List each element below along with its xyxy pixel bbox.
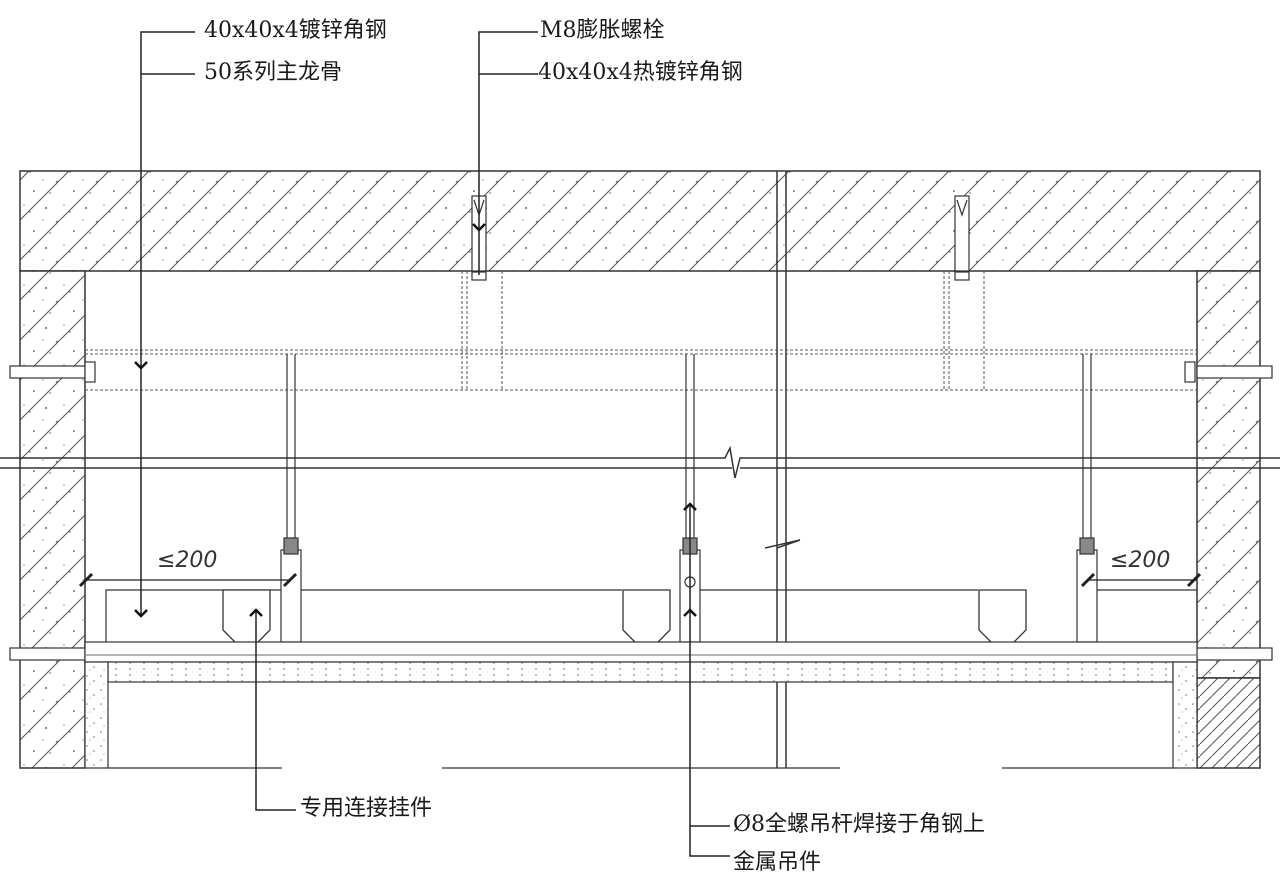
left-wall [19,270,86,769]
dimension-right: ≤200 [1110,548,1171,573]
label-hot-dip-angle-steel: 40x40x4热镀锌角钢 [538,60,743,85]
right-wall [1196,270,1261,769]
ceiling-panel [84,641,1198,769]
dimension-lines [78,572,1202,588]
arrow-heads [134,223,697,618]
hanger-rods [286,354,1092,540]
connectors [222,589,1027,661]
break-line-horizontal [0,445,1280,479]
concrete-slab [19,170,1261,272]
expansion-bolt-2 [954,195,970,281]
label-expansion-bolt: M8膨胀螺栓 [540,18,665,43]
label-connector: 专用连接挂件 [300,796,433,821]
leader-lines [140,31,730,857]
label-threaded-rod: Ø8全螺吊杆焊接于角钢上 [733,812,986,837]
wall-anchor-bolts [9,361,1273,665]
dimension-left: ≤200 [157,548,218,573]
metal-hangers [280,537,1098,643]
label-metal-hanger: 金属吊件 [733,850,822,875]
label-angle-steel: 40x40x4镀锌角钢 [204,18,387,43]
label-main-keel: 50系列主龙骨 [204,60,342,85]
angle-steel-frame [85,271,1197,391]
